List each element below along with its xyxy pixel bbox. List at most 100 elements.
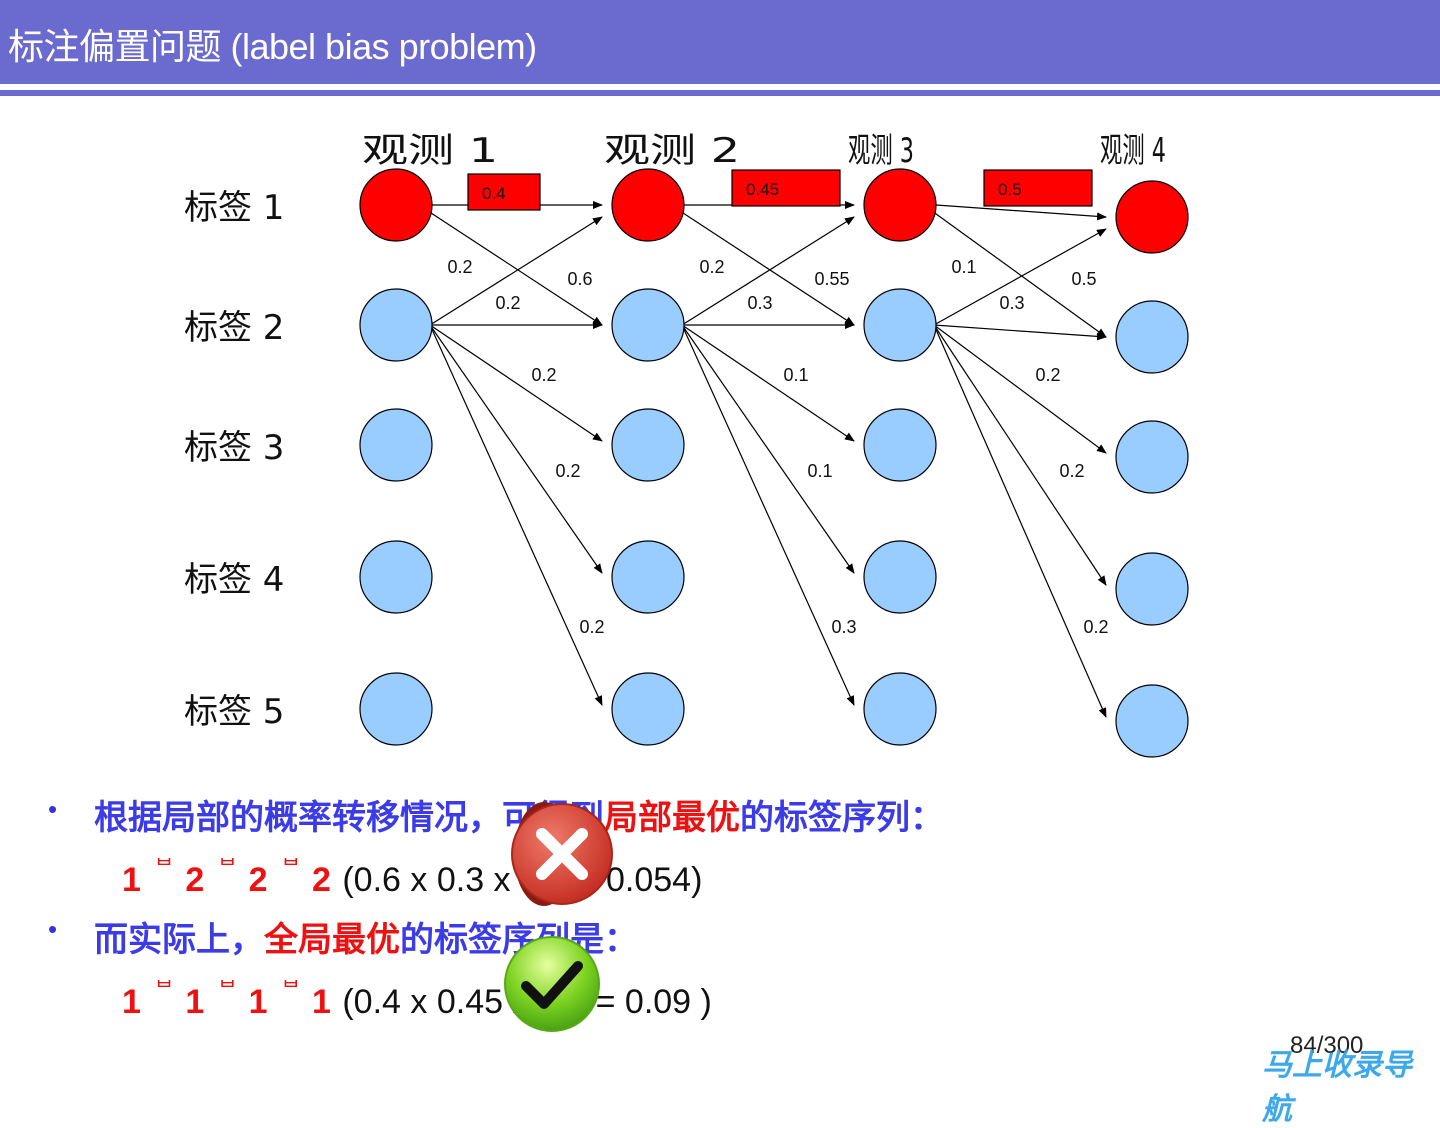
transition-arrow: [429, 324, 603, 574]
blue-state-node: [611, 408, 685, 482]
bullet-text-pre: 而实际上，: [94, 921, 264, 959]
seq-item: 1: [248, 983, 270, 1021]
bullet-marker: •: [48, 914, 58, 944]
bullet-highlight: 全局最优: [264, 921, 400, 959]
watermark: 马上收录导航: [1262, 1049, 1412, 1126]
bullet-marker: •: [48, 794, 58, 824]
transition-arrow: [681, 324, 855, 574]
seq-item: 1: [122, 983, 143, 1021]
title-divider: [0, 90, 1440, 96]
transition-arrow: [933, 324, 1107, 341]
edge-weight-label: 0.1: [783, 365, 808, 385]
transition-prob-box: [731, 169, 841, 207]
transition-arrow: [933, 324, 1107, 586]
blue-state-node: [359, 672, 433, 746]
blue-state-node: [1115, 300, 1189, 374]
blue-state-node: [611, 672, 685, 746]
state-label: 标签 3: [184, 428, 284, 468]
observation-header: 观测 1: [362, 131, 498, 171]
blue-state-node: [1115, 552, 1189, 626]
transition-arrow: [427, 210, 603, 326]
blue-state-node: [359, 288, 433, 362]
transition-arrow: [429, 216, 603, 326]
edge-weight-label: 0.2: [699, 257, 724, 277]
blue-state-node: [863, 540, 937, 614]
state-label: 标签 4: [184, 560, 284, 600]
transition-arrow: [681, 216, 855, 326]
state-label: 标签 5: [184, 692, 284, 732]
transition-prob-label: 0.45: [746, 180, 779, 199]
blue-state-node: [359, 540, 433, 614]
bullet-text-post: 的标签序列：: [740, 799, 944, 837]
blue-state-node: [1115, 420, 1189, 494]
seq-item: 2: [248, 861, 270, 899]
edge-weight-label: 0.2: [1035, 365, 1060, 385]
x-icon: [511, 802, 613, 906]
observation-header: 观测 2: [604, 131, 740, 171]
edge-weight-label: 0.3: [831, 617, 856, 637]
transition-arrow: [935, 204, 1107, 221]
edge-weight-label: 0.3: [747, 293, 772, 313]
transition-prob-label: 0.4: [482, 184, 506, 203]
transition-arrow: [933, 228, 1107, 326]
seq-item: 1: [311, 983, 333, 1021]
seq-item: 1: [122, 861, 143, 899]
edge-weight-label: 0.2: [1083, 617, 1108, 637]
seq-arrow: ᄇ: [154, 856, 174, 878]
state-label: 标签 2: [184, 308, 284, 348]
seq-arrow: ᄇ: [281, 978, 300, 1000]
blue-state-node: [611, 288, 685, 362]
transition-prob-label: 0.5: [998, 180, 1022, 199]
edge-weight-label: 0.6: [567, 269, 592, 289]
edge-weight-label: 0.2: [447, 257, 472, 277]
transition-prob-box: [983, 169, 1093, 207]
transition-arrow: [429, 324, 603, 442]
blue-state-node: [863, 672, 937, 746]
seq-arrow: ᄇ: [218, 978, 237, 1000]
observation-header: 观测 3: [848, 131, 914, 171]
transition-arrow: [933, 324, 1107, 718]
edge-weight-label: 0.1: [951, 257, 976, 277]
edge-weight-label: 0.2: [1059, 461, 1084, 481]
seq-arrow: ᄇ: [281, 856, 300, 878]
transition-prob-box: [467, 173, 541, 211]
edge-weight-label: 0.1: [807, 461, 832, 481]
seq-item: 2: [311, 861, 333, 899]
transition-arrow: [679, 210, 855, 326]
blue-state-node: [359, 408, 433, 482]
check-icon: [504, 936, 600, 1032]
red-state-node: [611, 168, 685, 242]
blue-state-node: [863, 408, 937, 482]
transition-arrow: [681, 324, 855, 442]
bullet-highlight: 局部最优: [604, 799, 740, 837]
blue-state-node: [1115, 684, 1189, 758]
title-bar: 标注偏置问题 (label bias problem): [0, 0, 1440, 84]
seq-arrow: ᄇ: [218, 856, 237, 878]
transition-arrow: [429, 324, 603, 706]
edge-weight-label: 0.2: [495, 293, 520, 313]
transition-arrow: [933, 324, 1107, 454]
seq-item: 1: [185, 983, 207, 1021]
edge-weight-label: 0.5: [1071, 269, 1096, 289]
transition-arrow: [681, 324, 855, 706]
edge-weight-label: 0.2: [579, 617, 604, 637]
state-label: 标签 1: [184, 188, 284, 228]
edge-weight-label: 0.55: [814, 269, 849, 289]
edge-weight-label: 0.2: [531, 365, 556, 385]
slide-title: 标注偏置问题 (label bias problem): [8, 26, 537, 67]
blue-state-node: [863, 288, 937, 362]
blue-state-node: [611, 540, 685, 614]
label-bias-trellis-diagram: 0.4 0.45 0.5 0.2 0.6 0.2 0.2 0.2 0.2 0.2 0.55 0.3 0…: [184, 131, 1189, 758]
red-state-node: [863, 168, 937, 242]
edge-weight-label: 0.3: [999, 293, 1024, 313]
page-number: 84/300: [1290, 1032, 1364, 1059]
bullet-global-optimum: 而实际上，全局最优的标签序列是：: [94, 912, 638, 961]
seq-arrow: ᄇ: [154, 978, 174, 1000]
seq-item: 2: [185, 861, 207, 899]
observation-header: 观测 4: [1100, 131, 1166, 171]
transition-arrow: [931, 210, 1107, 338]
red-state-node: [1115, 180, 1189, 254]
red-state-node: [359, 168, 433, 242]
